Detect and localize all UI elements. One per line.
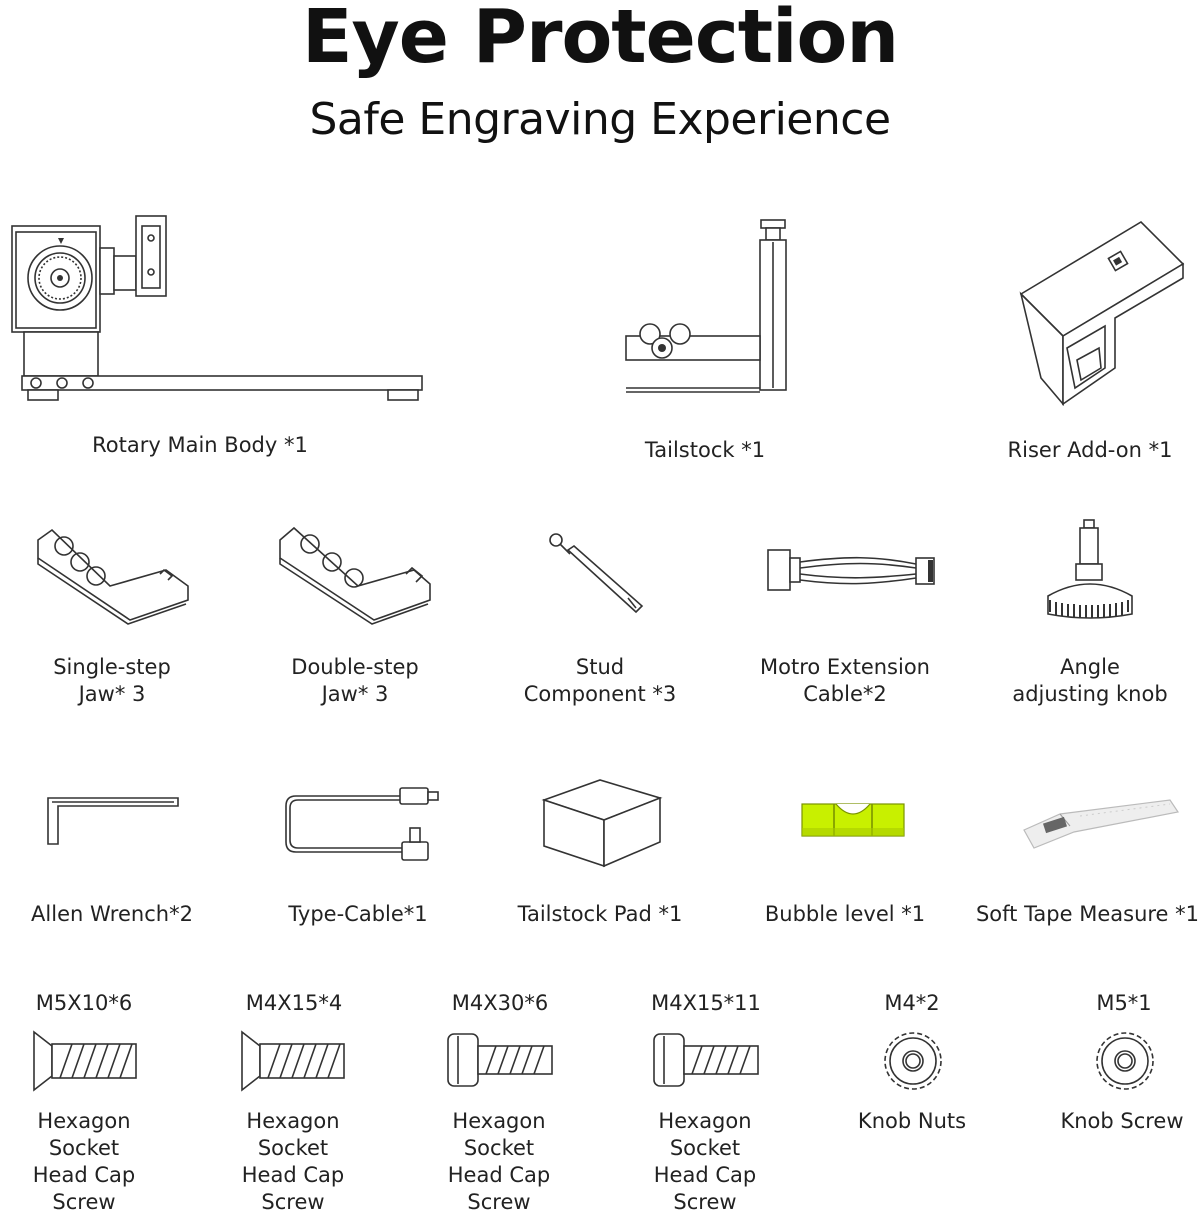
item-label: Single-step Jaw* 3 bbox=[53, 655, 171, 706]
bubble-level-icon bbox=[801, 803, 905, 837]
rotary-main-body-icon bbox=[11, 215, 423, 401]
screw-spec: M4X30*6 bbox=[451, 991, 549, 1015]
item-label: Stud Component *3 bbox=[523, 655, 677, 706]
countersunk-screw-icon bbox=[241, 1030, 345, 1092]
item-label: Hexagon Socket Head Cap Screw bbox=[447, 1109, 551, 1214]
tailstock-icon bbox=[625, 219, 787, 393]
screw-spec: M4X15*4 bbox=[245, 991, 343, 1015]
extension-cable-icon bbox=[767, 549, 935, 591]
item-label: Knob Screw bbox=[1060, 1109, 1184, 1133]
knob-screw-icon bbox=[1096, 1032, 1154, 1090]
item-label: Rotary Main Body *1 bbox=[92, 433, 308, 457]
tape-measure-icon bbox=[1023, 799, 1180, 849]
screw-spec: M5*1 bbox=[1096, 991, 1152, 1015]
item-label: Tailstock Pad *1 bbox=[517, 902, 683, 926]
item-label: Riser Add-on *1 bbox=[1007, 438, 1173, 462]
item-label: Knob Nuts bbox=[857, 1109, 967, 1133]
item-label: Hexagon Socket Head Cap Screw bbox=[32, 1109, 136, 1214]
angle-knob-icon bbox=[1047, 519, 1133, 619]
cap-screw-icon bbox=[653, 1033, 759, 1087]
knob-nut-icon bbox=[884, 1032, 942, 1090]
double-step-jaw-icon bbox=[279, 526, 431, 625]
countersunk-screw-icon bbox=[33, 1030, 137, 1092]
item-label: Tailstock *1 bbox=[644, 438, 766, 462]
item-label: Motro Extension Cable*2 bbox=[760, 655, 930, 706]
stud-component-icon bbox=[549, 533, 644, 614]
riser-addon-icon bbox=[1019, 220, 1185, 407]
type-cable-icon bbox=[285, 787, 439, 861]
page-subtitle: Safe Engraving Experience bbox=[309, 94, 891, 145]
item-label: Bubble level *1 bbox=[764, 902, 926, 926]
item-label: Angle adjusting knob bbox=[1012, 655, 1168, 706]
item-label: Allen Wrench*2 bbox=[31, 902, 193, 926]
screw-spec: M5X10*6 bbox=[35, 991, 133, 1015]
item-label: Soft Tape Measure *1 bbox=[975, 902, 1200, 926]
item-label: Hexagon Socket Head Cap Screw bbox=[241, 1109, 345, 1214]
item-label: Double-step Jaw* 3 bbox=[291, 655, 419, 706]
single-step-jaw-icon bbox=[37, 528, 189, 625]
page-title: Eye Protection bbox=[302, 0, 899, 80]
cap-screw-icon bbox=[447, 1033, 553, 1087]
allen-wrench-icon bbox=[47, 797, 179, 845]
screw-spec: M4X15*11 bbox=[651, 991, 761, 1015]
item-label: Hexagon Socket Head Cap Screw bbox=[653, 1109, 757, 1214]
nut-spec: M4*2 bbox=[884, 991, 940, 1015]
item-label: Type-Cable*1 bbox=[288, 902, 428, 926]
tailstock-pad-icon bbox=[541, 779, 663, 868]
